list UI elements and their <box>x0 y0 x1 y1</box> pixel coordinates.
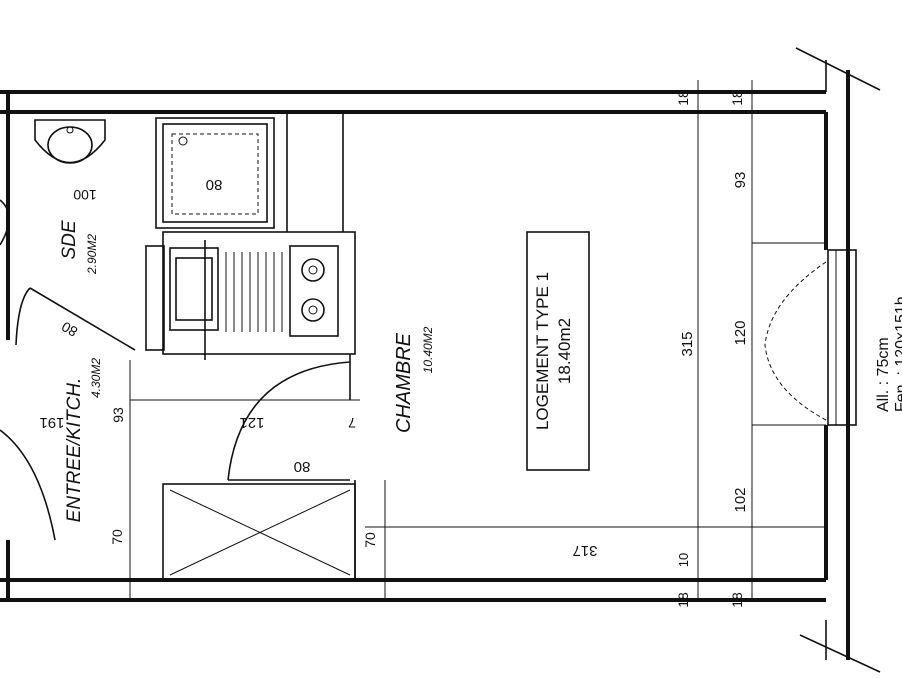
shower-tray: 80 <box>155 117 275 229</box>
dim-121: 121 <box>239 414 264 431</box>
plan-title: LOGEMENT TYPE 1 <box>533 272 552 430</box>
chambre-area: 10.40M2 <box>421 326 435 373</box>
entree-area: 4.30M2 <box>89 358 103 398</box>
plan-title-block: LOGEMENT TYPE 1 18.40m2 <box>526 231 590 471</box>
sde-area: 2.90M2 <box>85 234 99 275</box>
window-note-line2: Fen. : 120x151h <box>893 296 902 412</box>
kitchenette <box>169 240 339 360</box>
plan-area: 18.40m2 <box>555 318 574 384</box>
dim-317: 317 <box>572 542 597 559</box>
chambre-name: CHAMBRE <box>393 332 415 433</box>
sde-door-label: 80 <box>59 318 81 340</box>
dim-70-mid: 70 <box>362 532 378 548</box>
doors: 80 80 <box>0 261 827 541</box>
interior-partitions <box>145 112 356 581</box>
dim-315: 315 <box>679 331 696 356</box>
shower-size-label: 80 <box>206 176 223 193</box>
dim-191: 191 <box>39 414 64 431</box>
dim-18-top-left: 18 <box>675 90 691 106</box>
dim-93-left: 93 <box>110 407 126 423</box>
sde-name: SDE <box>59 220 80 259</box>
window-note: All. : 75cm Fen. : 120x151h <box>875 296 902 412</box>
dim-10: 10 <box>676 553 691 567</box>
dim-7: 7 <box>348 415 356 431</box>
dim-18-bottom-left: 18 <box>675 592 691 608</box>
washbasin: 100 <box>0 119 106 246</box>
dim-120-right: 120 <box>732 320 749 345</box>
dim-70-left: 70 <box>109 529 125 545</box>
entree-name: ENTREE/KITCH. <box>64 378 85 523</box>
dim-18-bottom-right: 18 <box>729 592 745 608</box>
window-note-line1: All. : 75cm <box>875 337 892 412</box>
dimension-values: 18 18 18 18 93 120 102 315 10 317 121 19… <box>39 90 749 608</box>
dim-93-right: 93 <box>732 172 749 189</box>
chambre-door-label: 80 <box>294 458 311 475</box>
exterior-walls <box>0 47 881 673</box>
room-labels: CHAMBRE 10.40M2 SDE 2.90M2 ENTREE/KITCH.… <box>59 220 435 522</box>
dimension-lines <box>129 80 826 600</box>
dim-18-top-right: 18 <box>729 90 745 106</box>
basin-width-label: 100 <box>73 187 97 203</box>
dim-102-right: 102 <box>732 487 749 512</box>
